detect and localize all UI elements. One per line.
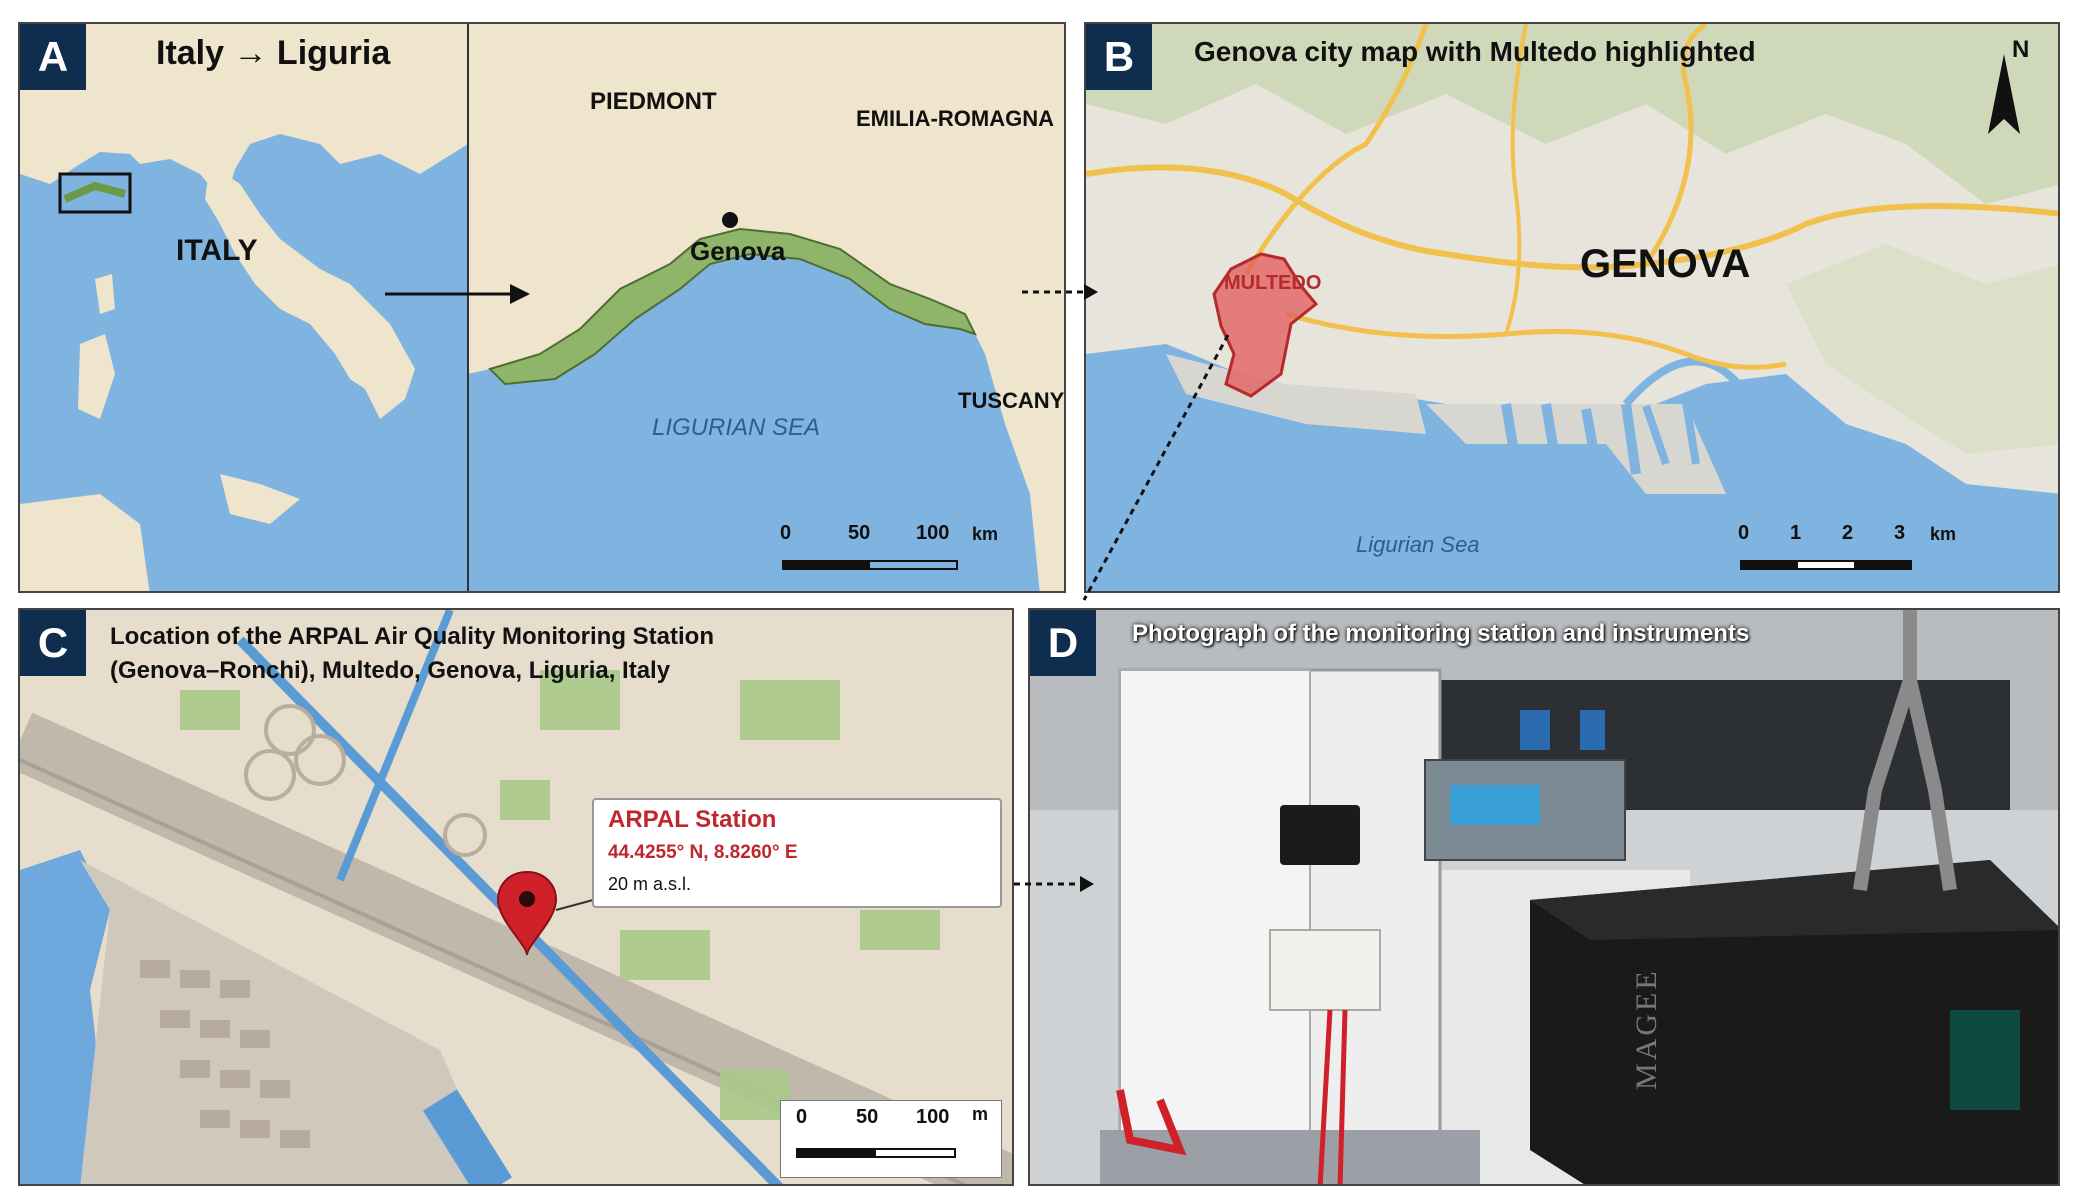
panel-d-title: Photograph of the monitoring station and… [1132,620,1750,647]
multedo-area [1212,252,1319,398]
scale-b-t0: 0 [1738,522,1750,544]
station-pin [496,870,558,956]
north-label: N [2012,36,2030,63]
scale-b-unit: km [1930,524,1957,544]
panel-a-title: Italy → Liguria [156,34,391,72]
panel-b-map: B Genova city map with Multedo highlight… [1084,22,2060,593]
panel-d-photo-art [1030,610,2058,1184]
sardinia-land [78,334,115,419]
label-italy: ITALY [176,234,258,267]
scale-bar-c [796,1148,956,1158]
italy-peninsula [205,164,415,419]
liguria-inset-land [468,24,1064,591]
label-ligurian-sea-b: Ligurian Sea [1356,532,1480,557]
magee-instrument [1530,860,2058,1184]
scale-a-t0: 0 [780,522,792,544]
callout-coords: 44.4255° N, 8.8260° E [608,842,798,863]
magee-brand-text: MAGEE [1630,968,1663,1090]
label-ligurian-sea: LIGURIAN SEA [652,414,821,441]
panel-a-map: A Italy → Liguria ITALY PIEDMONT EMILIA-… [18,22,1066,593]
road-a [1086,164,2058,271]
panel-a-map-art [20,24,1064,591]
scale-a-t1: 50 [848,522,871,544]
scale-b-t3: 3 [1894,522,1906,544]
hills-green [1086,24,2058,204]
callout-name: ARPAL Station [608,806,777,833]
panel-b-badge: B [1086,24,1152,90]
scale-a-t2: 100 [916,522,950,544]
panel-b-title: Genova city map with Multedo highlighted [1194,36,1756,67]
panel-d-photo: D Photograph of the monitoring station a… [1028,608,2060,1186]
liguria-mini [63,181,127,203]
scale-box-c [780,1100,1002,1178]
label-genova: Genova [690,236,786,266]
scale-bar-b [1740,560,1912,570]
panel-c-map: C Location of the ARPAL Air Quality Moni… [18,608,1014,1186]
genova-point [722,212,738,228]
liguria-locator-box [58,172,132,214]
scale-b-t1: 1 [1790,522,1802,544]
panel-a-badge: A [20,24,86,90]
north-arrow [1988,54,2020,134]
europe-land [20,24,468,204]
panel-d-badge: D [1030,610,1096,676]
panel-c-title-line1: Location of the ARPAL Air Quality Monito… [110,623,714,650]
panel-c-title-line2: (Genova–Ronchi), Multedo, Genova, Liguri… [110,657,671,684]
label-piedmont: PIEDMONT [590,88,717,115]
panel-c-map-art [20,610,1012,1184]
label-tuscany: TUSCANY [958,388,1065,413]
scale-c-t0: 0 [796,1106,808,1128]
sicily-land [220,474,300,524]
panel-b-map-art [1086,24,2058,591]
scale-a-unit: km [972,524,999,544]
africa-land [20,494,150,591]
scale-c-t1: 50 [856,1106,879,1128]
scale-b-t2: 2 [1842,522,1854,544]
scale-c-t2: 100 [916,1106,950,1128]
callout-elevation: 20 m a.s.l. [608,874,692,894]
label-genova-city: GENOVA [1580,242,1751,286]
corsica-land [95,274,115,314]
label-multedo: MULTEDO [1224,272,1322,294]
sea-area-c [20,850,110,1184]
label-emilia-romagna: EMILIA-ROMAGNA [856,106,1054,131]
scale-bar-a [782,560,958,570]
panel-c-badge: C [20,610,86,676]
panel-c-title: Location of the ARPAL Air Quality Monito… [110,620,714,688]
scale-c-unit: m [972,1104,989,1124]
liguria-region [488,227,977,386]
station-callout: ARPAL Station 44.4255° N, 8.8260° E 20 m… [592,798,1002,908]
